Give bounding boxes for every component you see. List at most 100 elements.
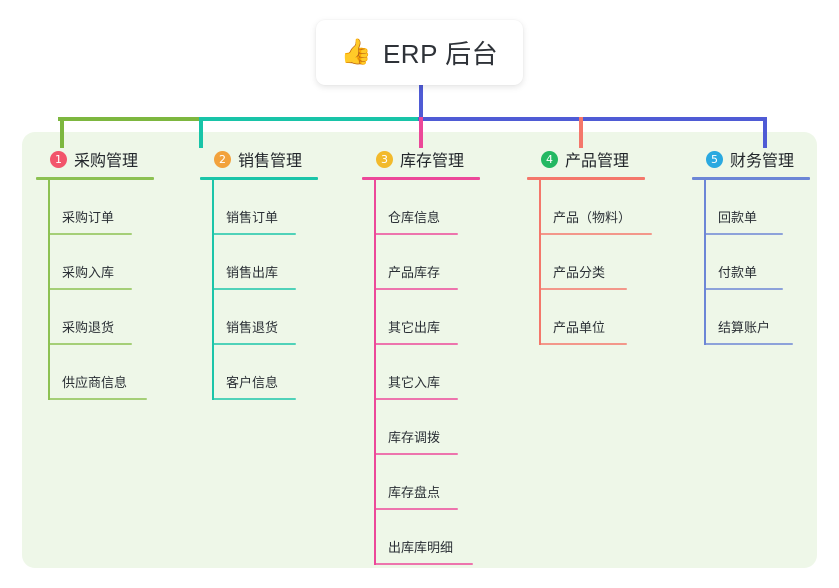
list-item[interactable]: 采购入库 — [36, 235, 154, 290]
item-connector-stem — [374, 345, 376, 400]
column-items: 回款单付款单结算账户 — [692, 180, 810, 345]
column-1: 1 采购管理采购订单采购入库采购退货供应商信息 — [36, 146, 154, 400]
list-item[interactable]: 产品库存 — [362, 235, 480, 290]
list-item[interactable]: 出库库明细 — [362, 510, 480, 565]
list-item-label: 仓库信息 — [388, 210, 441, 225]
column-header-rule — [36, 177, 154, 180]
list-item[interactable]: 付款单 — [692, 235, 810, 290]
column-header-2[interactable]: 2 销售管理 — [200, 146, 318, 172]
thumbs-up-icon: 👍 — [340, 38, 372, 66]
list-item-label: 出库库明细 — [388, 540, 454, 555]
column-items: 仓库信息产品库存其它出库其它入库库存调拨库存盘点出库库明细 — [362, 180, 480, 565]
list-item-label: 采购订单 — [62, 210, 115, 225]
item-connector-stem — [539, 180, 541, 235]
list-item-rule — [374, 233, 458, 235]
connector-bar-right — [418, 117, 767, 121]
column-4: 4 产品管理产品（物料） 产品分类产品单位 — [527, 146, 652, 345]
item-connector-stem — [212, 235, 214, 290]
list-item-rule — [212, 288, 296, 290]
list-item-rule — [704, 288, 783, 290]
column-header-label: 库存管理 — [400, 153, 465, 170]
item-connector-stem — [374, 455, 376, 510]
list-item[interactable]: 客户信息 — [200, 345, 318, 400]
list-item-label: 产品（物料） — [553, 210, 632, 225]
list-item-rule — [48, 288, 132, 290]
item-connector-stem — [374, 290, 376, 345]
item-connector-stem — [539, 290, 541, 345]
list-item-label: 付款单 — [718, 265, 758, 280]
list-item-rule — [374, 343, 458, 345]
item-connector-stem — [704, 235, 706, 290]
connector-bar-left — [58, 117, 201, 121]
list-item-label: 采购入库 — [62, 265, 115, 280]
column-items: 销售订单销售出库销售退货客户信息 — [200, 180, 318, 400]
item-connector-stem — [212, 290, 214, 345]
list-item-label: 采购退货 — [62, 320, 115, 335]
number-badge-icon: 4 — [541, 150, 558, 168]
list-item[interactable]: 销售退货 — [200, 290, 318, 345]
list-item-rule — [48, 343, 132, 345]
list-item-rule — [374, 563, 473, 565]
column-3: 3 库存管理仓库信息产品库存其它出库其它入库库存调拨库存盘点出库库明细 — [362, 146, 480, 565]
list-item[interactable]: 产品单位 — [527, 290, 645, 345]
list-item[interactable]: 销售出库 — [200, 235, 318, 290]
column-header-label: 采购管理 — [74, 153, 139, 170]
list-item[interactable]: 其它出库 — [362, 290, 480, 345]
connector-bar-mid — [199, 117, 420, 121]
number-badge-icon: 1 — [50, 150, 67, 168]
root-stem — [419, 80, 423, 119]
column-header-label: 产品管理 — [565, 153, 630, 170]
list-item[interactable]: 采购订单 — [36, 180, 154, 235]
list-item[interactable]: 仓库信息 — [362, 180, 480, 235]
item-connector-stem — [48, 180, 50, 235]
item-connector-stem — [48, 235, 50, 290]
root-title-card: 👍 ERP 后台 — [316, 20, 523, 85]
list-item[interactable]: 其它入库 — [362, 345, 480, 400]
column-header-label: 财务管理 — [730, 153, 795, 170]
list-item[interactable]: 销售订单 — [200, 180, 318, 235]
item-connector-stem — [374, 180, 376, 235]
column-header-3[interactable]: 3 库存管理 — [362, 146, 480, 172]
list-item[interactable]: 回款单 — [692, 180, 810, 235]
item-connector-stem — [374, 400, 376, 455]
column-header-1[interactable]: 1 采购管理 — [36, 146, 154, 172]
list-item-rule — [539, 288, 627, 290]
list-item[interactable]: 库存盘点 — [362, 455, 480, 510]
list-item-label: 客户信息 — [226, 375, 279, 390]
list-item-rule — [704, 233, 783, 235]
list-item[interactable]: 产品分类 — [527, 235, 645, 290]
number-badge-icon: 3 — [376, 150, 393, 168]
list-item[interactable]: 供应商信息 — [36, 345, 154, 400]
column-header-rule — [200, 177, 318, 180]
number-badge-icon: 2 — [214, 150, 231, 168]
root-title: ERP 后台 — [382, 39, 499, 69]
list-item-label: 产品库存 — [388, 265, 441, 280]
list-item[interactable]: 产品（物料） — [527, 180, 652, 235]
list-item-label: 结算账户 — [718, 320, 771, 335]
list-item-rule — [704, 343, 793, 345]
list-item-label: 库存盘点 — [388, 485, 441, 500]
item-connector-stem — [704, 290, 706, 345]
list-item-label: 其它入库 — [388, 375, 441, 390]
list-item-label: 产品单位 — [553, 320, 606, 335]
diagram-panel — [22, 132, 817, 568]
list-item-rule — [48, 398, 147, 400]
list-item-rule — [374, 288, 458, 290]
list-item[interactable]: 采购退货 — [36, 290, 154, 345]
column-header-4[interactable]: 4 产品管理 — [527, 146, 645, 172]
column-header-rule — [527, 177, 645, 180]
list-item[interactable]: 库存调拨 — [362, 400, 480, 455]
list-item[interactable]: 结算账户 — [692, 290, 810, 345]
item-connector-stem — [212, 180, 214, 235]
list-item-label: 其它出库 — [388, 320, 441, 335]
column-header-label: 销售管理 — [238, 153, 303, 170]
list-item-rule — [374, 398, 458, 400]
list-item-rule — [374, 508, 458, 510]
list-item-label: 销售退货 — [226, 320, 279, 335]
list-item-rule — [212, 233, 296, 235]
list-item-rule — [539, 343, 627, 345]
column-header-rule — [692, 177, 810, 180]
column-items: 采购订单采购入库采购退货供应商信息 — [36, 180, 154, 400]
list-item-rule — [48, 233, 132, 235]
